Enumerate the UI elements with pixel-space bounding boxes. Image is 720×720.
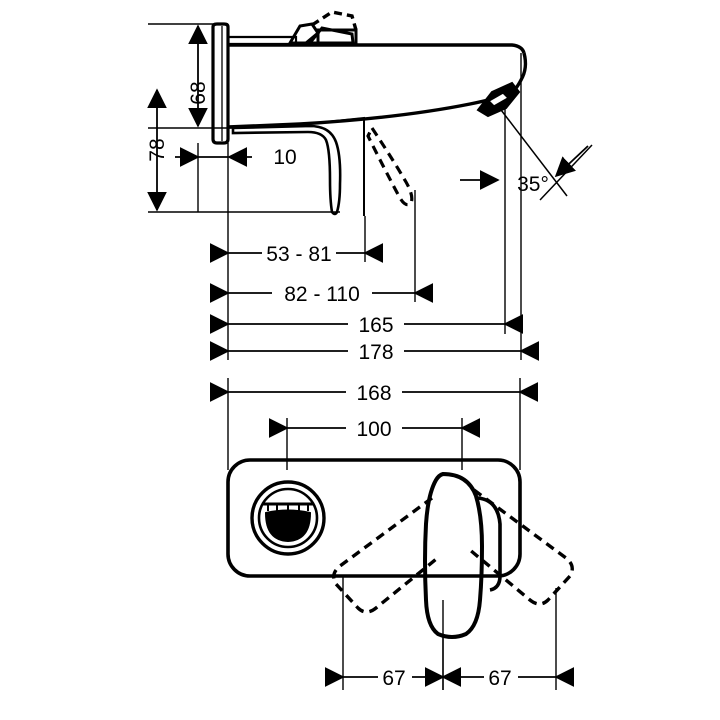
- dimension-53-81: 53 - 81: [209, 242, 384, 266]
- lever-swing-dashed-right: [468, 488, 574, 606]
- dimension-68-label: 68: [187, 81, 210, 104]
- dimension-168: 168: [209, 381, 539, 405]
- dimension-82-110-label: 82 - 110: [284, 283, 360, 306]
- dimension-10: 10: [175, 146, 297, 169]
- dimension-100-label: 100: [356, 418, 391, 441]
- dimension-168-label: 168: [356, 382, 391, 405]
- dimension-35-degrees: 35°: [460, 105, 593, 201]
- dimension-67-right: 67: [424, 666, 575, 690]
- dimension-165: 165: [209, 313, 524, 337]
- lever-swing-dashed-left: [332, 496, 442, 614]
- front-elevation-view: 168 100: [209, 378, 575, 690]
- dimension-67-right-label: 67: [488, 667, 511, 690]
- lever-arm-side-profile: [231, 116, 365, 216]
- dimension-78: 78: [146, 88, 169, 212]
- aerator-detail: [476, 81, 521, 118]
- dimension-178: 178: [209, 340, 540, 364]
- dimension-165-label: 165: [358, 314, 393, 337]
- dimension-35-degrees-label: 35°: [517, 173, 549, 196]
- dimension-78-label: 78: [146, 138, 169, 161]
- escutcheon-plate-front: [226, 458, 522, 578]
- lever-side-profile: [228, 10, 358, 46]
- dimension-53-81-label: 53 - 81: [266, 243, 331, 266]
- dimension-68: 68: [187, 24, 210, 128]
- lever-arm-swing-dashed: [366, 124, 414, 207]
- side-elevation-view: 68 78 10 35°: [146, 10, 593, 364]
- dimension-10-label: 10: [273, 146, 296, 169]
- dimension-82-110: 82 - 110: [209, 282, 434, 306]
- dimension-67-left-label: 67: [382, 667, 405, 690]
- dimension-178-label: 178: [358, 341, 393, 364]
- dimension-100: 100: [268, 417, 481, 441]
- outlet-aerator-front: [250, 480, 326, 556]
